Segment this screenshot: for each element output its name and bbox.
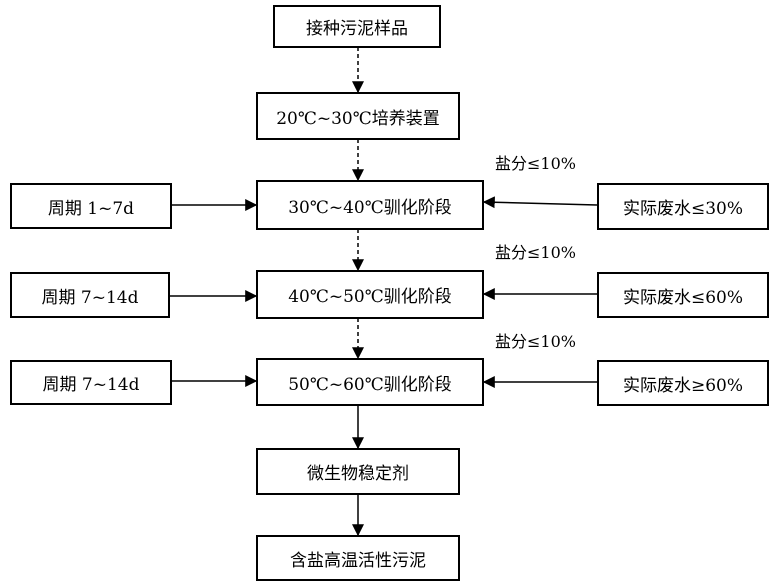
wastewater-box-1: 实际废水≤30% (597, 183, 769, 230)
step-saline-thermophilic-sludge: 含盐高温活性污泥 (256, 535, 460, 581)
salt-label-1: 盐分≤10% (495, 154, 576, 173)
wastewater-box-3: 实际废水≥60% (597, 360, 769, 406)
step-inoculation-sludge: 接种污泥样品 (273, 5, 441, 48)
step-acclimation-30-40: 30℃~40℃驯化阶段 (256, 180, 484, 230)
step-acclimation-40-50: 40℃~50℃驯化阶段 (256, 270, 484, 319)
step-acclimation-50-60: 50℃~60℃驯化阶段 (256, 358, 484, 406)
arrow-wastewater1 (482, 196, 598, 209)
step-culture-device: 20℃~30℃培养装置 (256, 92, 460, 140)
period-box-2: 周期 7~14d (10, 272, 170, 318)
period-box-3: 周期 7~14d (10, 360, 172, 405)
salt-label-2: 盐分≤10% (495, 243, 576, 262)
salt-label-3: 盐分≤10% (495, 332, 576, 351)
step-microbial-stabilizer: 微生物稳定剂 (256, 448, 460, 495)
wastewater-box-2: 实际废水≤60% (597, 272, 769, 318)
period-box-1: 周期 1~7d (10, 183, 172, 229)
